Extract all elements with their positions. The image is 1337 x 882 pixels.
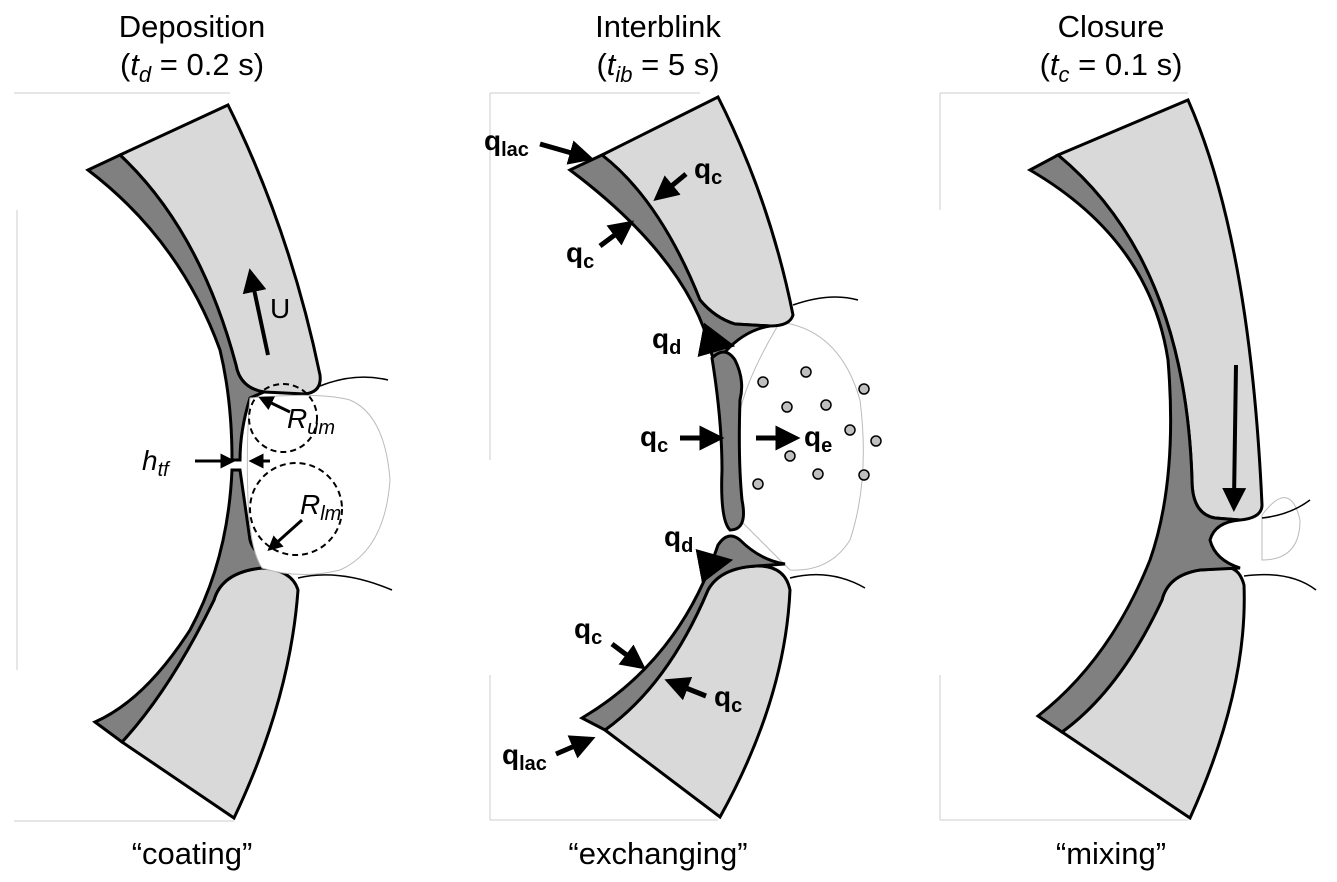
q-d-label-lower: qd [664, 521, 693, 557]
velocity-label: U [270, 293, 290, 324]
q-c-arrow-upper-outer [600, 228, 624, 246]
upper-lid-skin-line [320, 377, 388, 386]
interblink-panel: qlac qc qc qd qc qe qd qc qc qlac [484, 93, 881, 820]
particle [758, 377, 768, 387]
q-c-label-lower-outer: qc [574, 613, 602, 649]
interblink-exposed-film [737, 322, 863, 570]
interblink-lower-skin-line [790, 575, 865, 588]
closure-velocity-arrow [1234, 365, 1236, 500]
q-d-arrow-upper [702, 340, 718, 343]
closure-panel [940, 93, 1316, 820]
q-lac-label-bottom: qlac [502, 739, 547, 775]
particle [845, 425, 855, 435]
particle [871, 436, 881, 446]
q-lac-arrow-top [540, 144, 582, 156]
lower-lid-skin-line [298, 575, 392, 590]
q-lac-label-top: qlac [484, 125, 529, 161]
closure-exposed-film [1262, 498, 1300, 560]
interblink-central-tear-film [712, 352, 744, 530]
particle [753, 479, 763, 489]
q-d-label-upper: qd [652, 323, 681, 359]
q-c-label-center: qc [640, 421, 668, 457]
q-c-label-upper-outer: qc [566, 237, 594, 273]
particle [859, 470, 869, 480]
q-c-arrow-lower-outer [612, 644, 636, 662]
particle [813, 469, 823, 479]
particle [859, 384, 869, 394]
deposition-panel: U Rum Rlm htf [14, 93, 392, 821]
interblink-upper-skin-line [793, 297, 858, 305]
particle [782, 402, 792, 412]
q-lac-arrow-bottom [556, 742, 584, 754]
particle [821, 400, 831, 410]
particle [801, 367, 811, 377]
closure-lower-skin-line [1244, 575, 1316, 590]
q-d-arrow-lower [700, 563, 716, 566]
particle [785, 451, 795, 461]
